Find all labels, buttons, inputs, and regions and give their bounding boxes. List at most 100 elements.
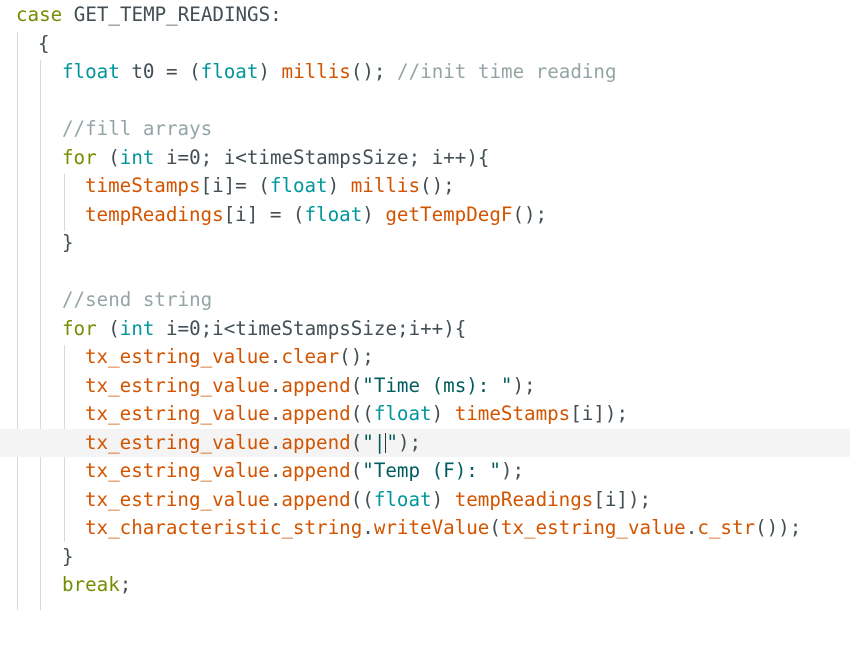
keyword-token: for: [62, 145, 97, 169]
identifier-token: tempReadings: [454, 487, 594, 511]
code-line[interactable]: for (int i=0;i<timeStampsSize;i++){: [0, 315, 850, 344]
function-token: c_str: [697, 516, 756, 539]
code-text: ): [431, 402, 455, 425]
type-token: float: [373, 487, 432, 511]
keyword-token: break: [62, 573, 120, 596]
identifier-token: tx_estring_value: [85, 459, 270, 482]
code-text: .: [685, 516, 698, 539]
code-text: .: [269, 459, 282, 482]
indent-guide: [40, 60, 41, 610]
current-code-line[interactable]: tx_estring_value.append("|");: [0, 428, 850, 457]
code-line[interactable]: tx_estring_value.clear();: [0, 343, 850, 372]
code-text: ());: [755, 516, 802, 539]
code-text: (: [350, 430, 363, 454]
code-text: .: [269, 430, 282, 454]
code-text: );: [512, 373, 536, 397]
code-text: ((: [350, 487, 374, 511]
code-line[interactable]: case GET_TEMP_READINGS:: [0, 1, 850, 30]
code-line[interactable]: for (int i=0; i<timeStampsSize; i++){: [0, 144, 850, 173]
code-line[interactable]: }: [0, 543, 850, 572]
identifier-token: tx_characteristic_string: [85, 516, 363, 539]
code-text: (: [350, 373, 363, 397]
code-line[interactable]: timeStamps[i]= (float) millis();: [0, 172, 850, 201]
code-text: (: [96, 316, 120, 340]
code-line[interactable]: break;: [0, 571, 850, 600]
code-text: .: [269, 487, 282, 511]
function-token: writeValue: [373, 516, 490, 539]
keyword-token: for: [62, 316, 97, 340]
case-label: GET_TEMP_READINGS:: [62, 3, 282, 26]
code-line[interactable]: tx_estring_value.append("Time (ms): ");: [0, 372, 850, 401]
code-text: ;: [119, 573, 132, 596]
type-token: float: [304, 202, 363, 226]
identifier-token: tx_estring_value: [500, 516, 686, 539]
function-token: append: [281, 373, 351, 397]
code-line[interactable]: {: [0, 30, 850, 59]
indent-guide: [17, 32, 18, 610]
string-token: "Temp (F): ": [362, 459, 501, 482]
code-line[interactable]: tx_estring_value.append((float) timeStam…: [0, 400, 850, 429]
code-text: ): [362, 202, 386, 226]
function-token: append: [281, 487, 351, 511]
code-line[interactable]: tempReadings[i] = (float) getTempDegF();: [0, 201, 850, 230]
code-text: .: [269, 373, 282, 397]
function-token: millis: [350, 174, 421, 197]
type-token: int: [119, 316, 155, 340]
string-token: "Time (ms): ": [362, 373, 513, 397]
code-line[interactable]: //send string: [0, 286, 850, 315]
code-text: ();: [350, 60, 398, 83]
code-text: ();: [512, 202, 548, 226]
brace-token: {: [38, 31, 50, 55]
function-token: getTempDegF: [385, 202, 513, 226]
code-text: );: [397, 430, 422, 454]
code-line[interactable]: //fill arrays: [0, 115, 850, 144]
type-token: float: [62, 60, 120, 83]
type-token: int: [119, 145, 155, 169]
identifier-token: tx_estring_value: [85, 430, 270, 454]
code-text: [i]);: [593, 487, 652, 511]
function-token: append: [281, 459, 351, 482]
identifier-token: tx_estring_value: [85, 402, 270, 425]
comment-token: //send string: [62, 288, 213, 311]
code-line[interactable]: tx_characteristic_string.writeValue(tx_e…: [0, 514, 850, 543]
string-token: "|: [362, 430, 386, 454]
code-text: ): [327, 174, 351, 197]
code-text: [i]);: [570, 402, 628, 425]
identifier-token: tx_estring_value: [85, 345, 270, 368]
identifier-token: timeStamps: [85, 174, 201, 197]
code-text: ();: [339, 345, 374, 368]
code-text: (: [350, 459, 363, 482]
function-token: millis: [281, 60, 351, 83]
code-text: .: [362, 516, 374, 539]
code-text: (: [96, 145, 120, 169]
code-text: t0 = (: [119, 60, 201, 83]
brace-token: }: [62, 544, 74, 568]
code-text: [i] = (: [223, 202, 305, 226]
type-token: float: [373, 402, 432, 425]
identifier-token: tx_estring_value: [85, 487, 270, 511]
function-token: clear: [281, 345, 340, 368]
keyword-token: case: [16, 3, 63, 26]
code-text: .: [269, 402, 282, 425]
function-token: append: [281, 430, 351, 454]
code-editor[interactable]: case GET_TEMP_READINGS: { float t0 = (fl…: [0, 0, 850, 610]
code-text: i=0; i<timeStampsSize; i++){: [154, 145, 490, 169]
code-text: .: [269, 345, 282, 368]
code-text: );: [500, 459, 525, 482]
string-token: ": [386, 430, 398, 454]
code-text: ();: [420, 174, 455, 197]
code-text: [i]= (: [200, 174, 270, 197]
brace-token: }: [62, 231, 74, 254]
indent-guide: [64, 174, 65, 231]
code-line[interactable]: tx_estring_value.append((float) tempRead…: [0, 486, 850, 515]
code-text: ((: [350, 402, 374, 425]
code-line[interactable]: }: [0, 229, 850, 258]
code-text: ): [258, 60, 282, 83]
code-text: ): [431, 487, 455, 511]
code-line[interactable]: float t0 = (float) millis(); //init time…: [0, 58, 850, 87]
type-token: float: [269, 174, 328, 197]
code-line[interactable]: tx_estring_value.append("Temp (F): ");: [0, 457, 850, 486]
text-cursor: [385, 433, 387, 453]
code-text: (: [489, 516, 501, 539]
comment-token: //init time reading: [397, 60, 617, 83]
